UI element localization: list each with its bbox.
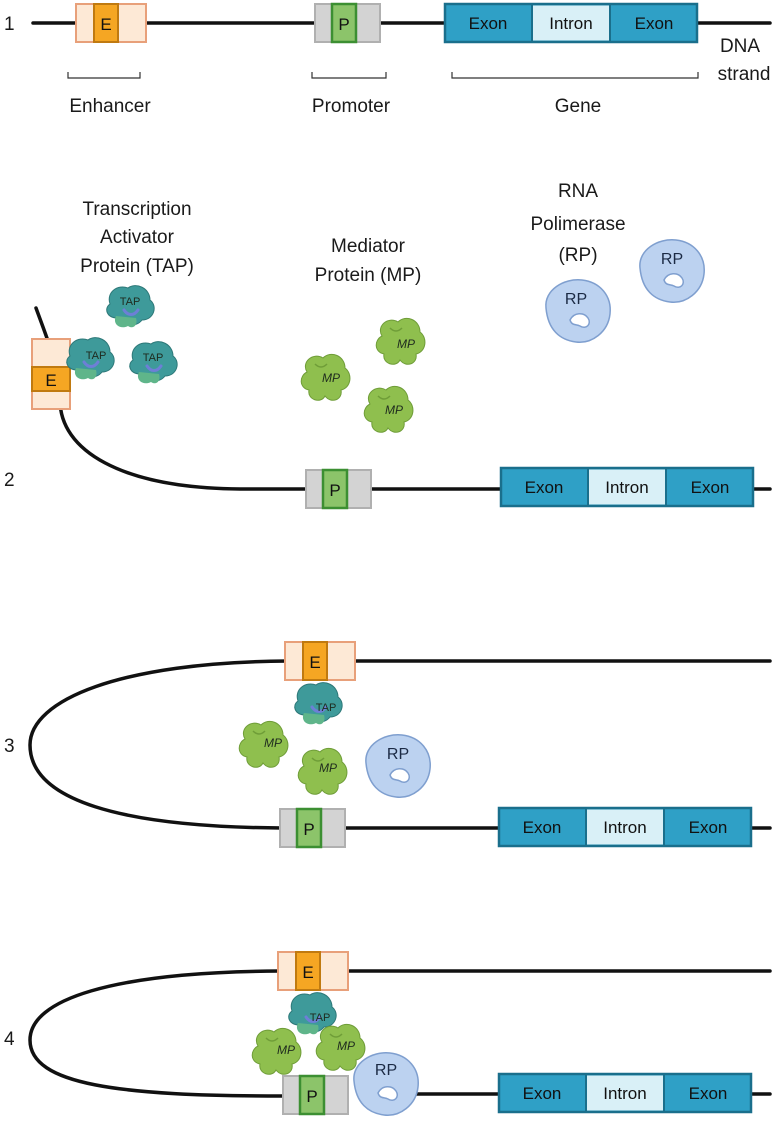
promoter-caption: Promoter bbox=[312, 96, 391, 117]
mp-protein: MP bbox=[300, 353, 351, 402]
tap-protein: TAP bbox=[287, 991, 338, 1036]
exon-label: Exon bbox=[523, 1084, 562, 1103]
tap-protein-label: TAP bbox=[143, 352, 164, 364]
mp-caption-line1: Mediator bbox=[331, 236, 406, 257]
tap-caption-line1: Transcription bbox=[82, 199, 191, 220]
tap-caption-line2: Activator bbox=[100, 227, 175, 248]
mp-protein-label: MP bbox=[397, 337, 415, 351]
tap-protein-label: TAP bbox=[316, 702, 337, 714]
step-3: 3 E P Exon Intron Exon TAP MP MP bbox=[4, 641, 772, 849]
enhancer-element: E bbox=[284, 641, 356, 681]
promoter-bracket bbox=[311, 72, 387, 79]
promoter-letter: P bbox=[338, 15, 349, 34]
mp-protein-label: MP bbox=[385, 403, 403, 417]
exon-label: Exon bbox=[525, 478, 564, 497]
step-2: 2 E P Exon Intron Exon Transcription Act… bbox=[4, 181, 772, 510]
rp-protein-label: RP bbox=[661, 251, 683, 268]
promoter-element: P bbox=[278, 807, 347, 849]
exon-label: Exon bbox=[635, 14, 674, 33]
tap-protein: TAP bbox=[65, 336, 116, 381]
gene-block: Exon Intron Exon bbox=[499, 466, 755, 508]
mp-protein: MP bbox=[238, 720, 289, 769]
rp-protein: RP bbox=[545, 279, 611, 343]
rp-protein: RP bbox=[639, 239, 705, 303]
mp-protein: MP bbox=[315, 1023, 366, 1072]
rp-caption-line2: Polimerase bbox=[530, 214, 625, 235]
dna-strand bbox=[58, 398, 312, 491]
intron-label: Intron bbox=[605, 478, 648, 497]
rp-protein-label: RP bbox=[375, 1062, 397, 1079]
promoter-letter: P bbox=[306, 1087, 317, 1106]
promoter-element: P bbox=[281, 1074, 350, 1116]
rp-protein: RP bbox=[365, 734, 431, 798]
step-number: 3 bbox=[4, 736, 15, 757]
exon-label: Exon bbox=[689, 818, 728, 837]
enhancer-letter: E bbox=[302, 963, 313, 982]
mp-protein-label: MP bbox=[337, 1039, 355, 1053]
promoter-element: P bbox=[313, 2, 382, 44]
exon-label: Exon bbox=[691, 478, 730, 497]
rp-protein: RP bbox=[353, 1052, 419, 1116]
mp-protein: MP bbox=[251, 1027, 302, 1076]
enhancer-bracket bbox=[67, 72, 141, 79]
mp-protein-label: MP bbox=[277, 1043, 295, 1057]
step-number: 4 bbox=[4, 1029, 15, 1050]
tap-protein: TAP bbox=[293, 681, 344, 726]
mp-caption-line2: Protein (MP) bbox=[315, 265, 422, 286]
tap-protein: TAP bbox=[105, 284, 156, 329]
tap-protein: TAP bbox=[128, 340, 179, 385]
tap-protein-label: TAP bbox=[310, 1012, 331, 1024]
rp-protein-label: RP bbox=[565, 291, 587, 308]
rp-caption-line1: RNA bbox=[558, 181, 598, 202]
gene-bracket bbox=[451, 72, 699, 79]
exon-label: Exon bbox=[469, 14, 508, 33]
exon-label: Exon bbox=[689, 1084, 728, 1103]
intron-label: Intron bbox=[549, 14, 592, 33]
tap-caption-line3: Protein (TAP) bbox=[80, 256, 194, 277]
intron-label: Intron bbox=[603, 818, 646, 837]
gene-block: Exon Intron Exon bbox=[497, 806, 753, 848]
mp-protein-label: MP bbox=[264, 736, 282, 750]
exon-label: Exon bbox=[523, 818, 562, 837]
step-4: 4 E P Exon Intron Exon TAP MP MP bbox=[4, 951, 772, 1116]
mp-protein-label: MP bbox=[322, 371, 340, 385]
intron-label: Intron bbox=[603, 1084, 646, 1103]
mp-protein-label: MP bbox=[319, 761, 337, 775]
step-number: 2 bbox=[4, 470, 15, 491]
enhancer-element: E bbox=[75, 3, 147, 43]
step-1: 1 E P Exon Intron Exon Enhancer Promoter… bbox=[4, 2, 772, 117]
enhancer-element: E bbox=[277, 951, 349, 991]
gene-block: Exon Intron Exon bbox=[443, 2, 699, 44]
mp-protein: MP bbox=[297, 747, 348, 796]
enhancer-caption: Enhancer bbox=[69, 96, 151, 117]
dna-strand-caption-line2: strand bbox=[718, 64, 771, 85]
mp-protein: MP bbox=[363, 385, 414, 434]
tap-protein-label: TAP bbox=[120, 296, 141, 308]
dna-loop bbox=[28, 659, 290, 830]
promoter-letter: P bbox=[329, 481, 340, 500]
step-number: 1 bbox=[4, 14, 15, 35]
promoter-letter: P bbox=[303, 820, 314, 839]
gene-caption: Gene bbox=[555, 96, 601, 117]
enhancer-letter: E bbox=[309, 653, 320, 672]
gene-block: Exon Intron Exon bbox=[497, 1072, 753, 1114]
promoter-element: P bbox=[304, 468, 373, 510]
enhancer-element: E bbox=[31, 338, 71, 410]
enhancer-letter: E bbox=[45, 371, 56, 390]
dna-loop bbox=[28, 969, 284, 1098]
tap-protein-label: TAP bbox=[86, 350, 107, 362]
mp-protein: MP bbox=[375, 317, 426, 366]
enhancer-letter: E bbox=[100, 15, 111, 34]
rp-caption-line3: (RP) bbox=[558, 245, 597, 266]
rp-protein-label: RP bbox=[387, 746, 409, 763]
dna-strand-caption-line1: DNA bbox=[720, 36, 760, 57]
